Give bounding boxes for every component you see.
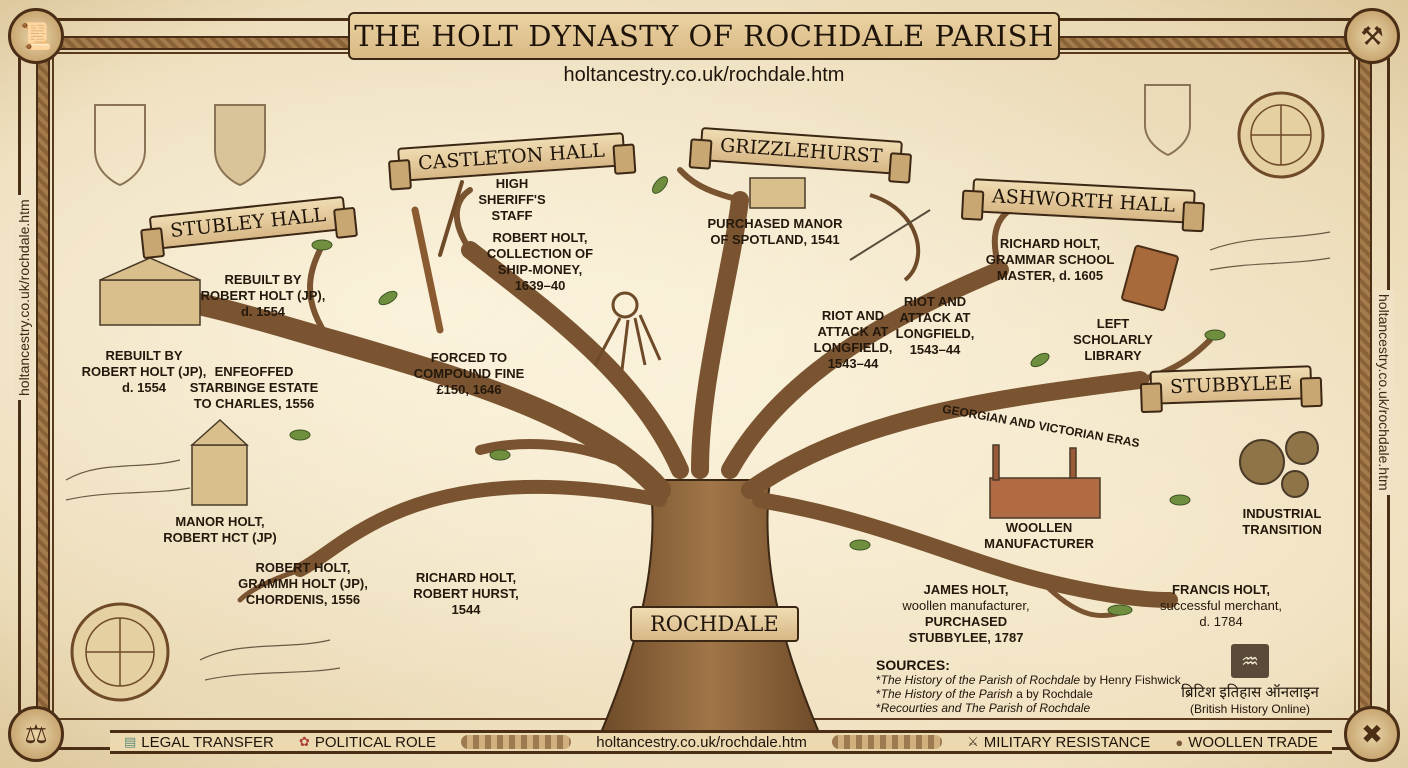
celtic-knot-divider xyxy=(461,735,572,749)
sources-heading: SOURCES: xyxy=(876,657,950,673)
legend-woollen-trade: ● WOOLLEN TRADE xyxy=(1175,733,1318,751)
source-item: *Recourties and The Parish of Rochdale xyxy=(876,701,1091,715)
bho-logo-icon: ♒ xyxy=(1231,644,1269,678)
note-james-holt: JAMES HOLT, woollen manufacturer, PURCHA… xyxy=(902,582,1030,645)
british-history-online-credit: ♒ ब्रिटिश इतिहास ऑनलाइन (British History… xyxy=(1160,644,1340,716)
legend-military-resistance: ⚔ MILITARY RESISTANCE xyxy=(967,733,1151,751)
crossed-swords-icon: ⚔ xyxy=(967,734,979,749)
legend-url: holtancestry.co.uk/rochdale.htm xyxy=(596,733,807,751)
scales-of-justice-icon: ⚖ xyxy=(8,706,64,762)
document-icon: ▤ xyxy=(124,734,137,749)
wool-ball-icon: ● xyxy=(1175,734,1184,750)
sources-block: SOURCES: *The History of the Parish of R… xyxy=(876,658,1181,715)
page-title: THE HOLT DYNASTY OF ROCHDALE PARISH xyxy=(354,19,1054,53)
woollen-bales-icon: ✖ xyxy=(1344,706,1400,762)
note-manor-holt: MANOR HOLT,ROBERT HCT (JP) xyxy=(163,514,277,545)
title-banner: THE HOLT DYNASTY OF ROCHDALE PARISH xyxy=(334,12,1074,72)
note-francis-holt: FRANCIS HOLT, successful merchant, d. 17… xyxy=(1159,582,1283,629)
subtitle-url: holtancestry.co.uk/rochdale.htm xyxy=(563,64,845,86)
note-richard-holt-1544: RICHARD HOLT,ROBERT HURST,1544 xyxy=(413,570,519,617)
rose-emblem-icon: ✿ xyxy=(298,734,310,749)
crossed-hammers-icon: ⚒ xyxy=(1344,8,1400,64)
celtic-knot-divider xyxy=(832,735,943,749)
legend-political-role: ✿ POLITICAL ROLE xyxy=(298,733,437,751)
ribbon-stubbylee: STUBBYLEE xyxy=(1149,365,1313,405)
legend-legal-transfer: ▤ LEGAL TRANSFER xyxy=(124,733,274,751)
legend-bar: ▤ LEGAL TRANSFER ✿ POLITICAL ROLE holtan… xyxy=(110,730,1332,754)
source-item: *The History of the Parish a by Rochdale xyxy=(876,687,1093,701)
source-item: *The History of the Parish of Rochdale b… xyxy=(876,673,1181,687)
scroll-icon: 📜 xyxy=(8,8,64,64)
note-robert-holt-1556: ROBERT HOLT,GRAMMH HOLT (JP),CHORDENIS, … xyxy=(238,560,368,607)
ribbon-rochdale-trunk: ROCHDALE xyxy=(620,606,809,648)
